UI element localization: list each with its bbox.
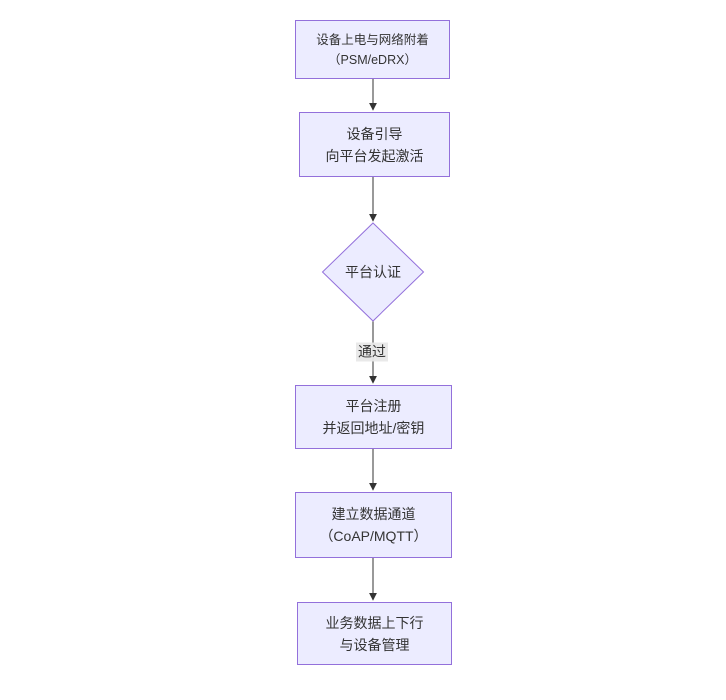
node-label-line: 建立数据通道 bbox=[331, 506, 416, 522]
node-business-data: 业务数据上下行 与设备管理 bbox=[297, 602, 452, 665]
node-label-line: 并返回地址/密钥 bbox=[322, 420, 425, 436]
node-register: 平台注册 并返回地址/密钥 bbox=[295, 385, 452, 449]
node-bootstrap: 设备引导 向平台发起激活 bbox=[299, 112, 450, 177]
edge-label-pass: 通过 bbox=[356, 342, 388, 362]
node-data-channel: 建立数据通道 （CoAP/MQTT） bbox=[295, 492, 452, 558]
node-label-line: 向平台发起激活 bbox=[325, 147, 424, 164]
node-label-line: 设备引导 bbox=[346, 125, 403, 142]
decision-diamond-shape bbox=[321, 222, 425, 322]
node-auth-decision-label: 平台认证 bbox=[345, 264, 401, 280]
node-label-line: 设备上电与网络附着 bbox=[316, 32, 429, 47]
node-label-line: 平台注册 bbox=[345, 398, 402, 414]
node-label-line: （PSM/eDRX） bbox=[328, 52, 417, 67]
node-label-line: （CoAP/MQTT） bbox=[319, 528, 428, 544]
node-label-line: 与设备管理 bbox=[339, 636, 410, 653]
node-power-on: 设备上电与网络附着 （PSM/eDRX） bbox=[295, 20, 450, 79]
node-label-line: 业务数据上下行 bbox=[325, 614, 424, 631]
